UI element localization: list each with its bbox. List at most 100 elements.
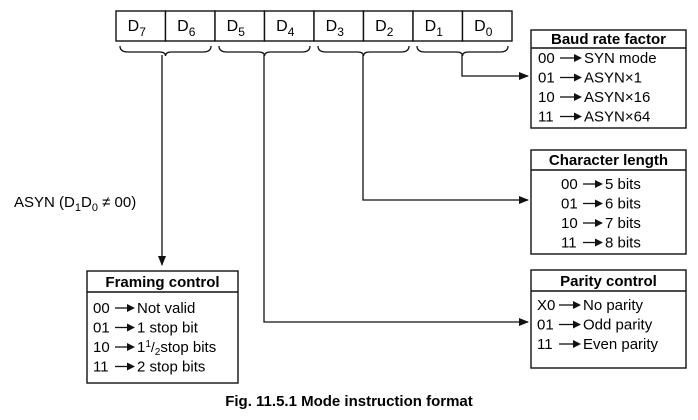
framing-control-rows: 00 Not valid 01 1 stop bit 10 11/2stop bits11…	[93, 300, 216, 376]
bit-cell-d7: D7	[115, 10, 167, 42]
row-desc: 11/2stop bits	[137, 339, 216, 358]
bit-cell-frame	[115, 10, 167, 42]
bit-label: D3	[326, 18, 345, 39]
row-desc: 8 bits	[605, 235, 641, 252]
row-arrowhead	[574, 112, 582, 121]
row-desc: Not valid	[137, 300, 195, 317]
row-desc: No parity	[583, 297, 644, 314]
row-arrowhead	[595, 238, 603, 247]
asyn-condition-label: ASYN (D1D0 ≠ 00)	[14, 194, 136, 214]
char-length-row: 11 8 bits	[561, 235, 641, 252]
bit-cell-d0: D0	[461, 10, 513, 42]
row-desc: 1 stop bit	[137, 320, 199, 337]
bit-cell-frame	[362, 10, 414, 42]
row-desc: 2 stop bits	[137, 359, 205, 376]
parity-title: Parity control	[560, 273, 657, 290]
framing-row: 00 Not valid	[93, 300, 195, 317]
bit-base: D	[227, 18, 239, 35]
bit-subscript: 7	[139, 25, 146, 39]
bit-cell-d4: D4	[263, 10, 315, 42]
brace	[317, 45, 410, 57]
bit-label: D2	[375, 18, 394, 39]
row-code: 00	[93, 300, 110, 317]
figure-caption: Fig. 11.5.1 Mode instruction format	[225, 393, 473, 410]
bit-cell-d3: D3	[313, 10, 365, 42]
row-arrowhead	[573, 340, 581, 348]
row-arrowhead	[574, 54, 582, 62]
bit-cell-d5: D5	[214, 10, 266, 42]
bit-cell-frame	[461, 10, 513, 42]
row-arrowhead	[127, 323, 135, 332]
framing-row: 01 1 stop bit	[93, 320, 199, 337]
row-arrowhead	[595, 199, 603, 208]
row-code: 11	[538, 109, 554, 126]
row-desc: ASYN×16	[584, 89, 650, 106]
row-arrowhead	[573, 320, 581, 329]
char-length-outer	[530, 149, 687, 255]
bit-base: D	[128, 18, 140, 35]
row-code: 01	[538, 70, 555, 87]
row-code: 01	[93, 320, 110, 337]
row-desc: ASYN×64	[584, 109, 650, 126]
bit-subscript: 1	[436, 25, 443, 39]
framing-title: Framing control	[105, 274, 219, 291]
bit-base: D	[326, 18, 338, 35]
row-code: 01	[537, 317, 554, 334]
char-length-connector	[362, 55, 529, 204]
bit-label: D6	[177, 18, 196, 39]
bit-subscript: 5	[238, 25, 245, 39]
row-code: 10	[538, 89, 555, 106]
row-arrowhead	[127, 343, 135, 351]
row-arrowhead	[595, 180, 603, 188]
bit-cell-frame	[263, 10, 315, 42]
row-arrowhead	[573, 301, 581, 309]
row-arrowhead	[574, 73, 582, 82]
bit-base: D	[474, 18, 486, 35]
row-code: 10	[93, 339, 110, 356]
row-code: X0	[537, 297, 555, 314]
row-desc: ASYN×1	[584, 70, 642, 87]
bit-base: D	[177, 18, 189, 35]
bit-label: D4	[276, 18, 295, 39]
row-desc: Odd parity	[583, 317, 653, 334]
row-arrowhead	[127, 362, 135, 371]
bit-cell-frame	[313, 10, 365, 42]
row-code: 00	[538, 50, 555, 67]
row-code: 11	[561, 235, 577, 252]
parity-connector	[263, 55, 529, 326]
bit-subscript: 3	[337, 25, 344, 39]
char-length-title: Character length	[549, 152, 668, 169]
row-arrowhead	[595, 219, 603, 227]
bit-cell-d1: D1	[412, 10, 464, 42]
row-arrowhead	[127, 304, 135, 312]
parity-row: 01 Odd parity	[537, 317, 653, 334]
framing-row: 10 11/2stop bits	[93, 339, 216, 358]
bit-subscript: 0	[486, 25, 493, 39]
bit-subscript: 6	[189, 25, 196, 39]
baud-rate-outer	[530, 29, 687, 129]
baud-rate-row: 01 ASYN×1	[538, 70, 642, 87]
parity-row: X0 No parity	[537, 297, 644, 314]
bit-label: D5	[227, 18, 246, 39]
row-code: 01	[561, 196, 578, 213]
framing-outer	[86, 270, 239, 384]
connector-lines	[158, 55, 529, 326]
bit-label: D0	[474, 18, 493, 39]
row-code: 10	[561, 215, 578, 232]
bit-base: D	[375, 18, 387, 35]
row-arrowhead	[574, 93, 582, 101]
bit-cell-d2: D2	[362, 10, 414, 42]
bit-label: D1	[425, 18, 444, 39]
brace	[416, 45, 509, 57]
